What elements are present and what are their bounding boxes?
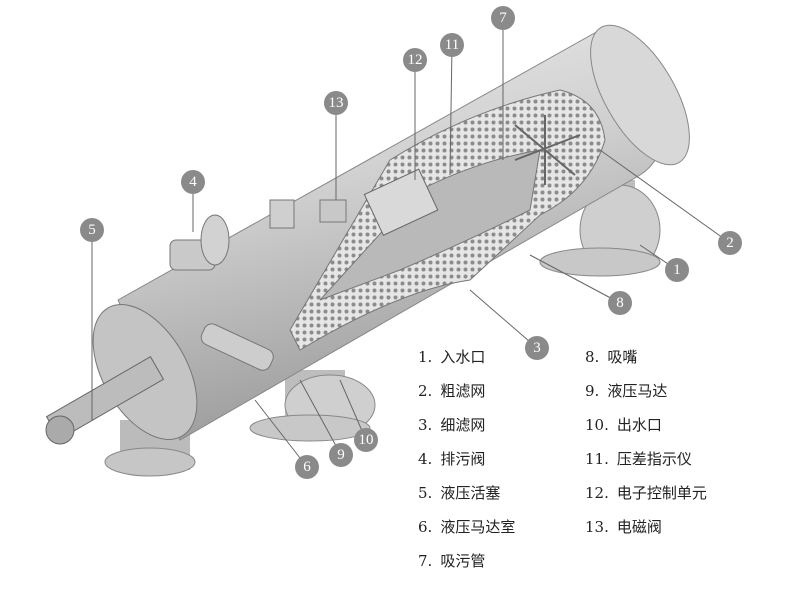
callout-number: 13 xyxy=(329,95,344,111)
legend-label: 排污阀 xyxy=(440,450,486,468)
legend-number: 6. xyxy=(418,518,433,536)
legend-number: 2. xyxy=(418,382,433,400)
callout-circle-10 xyxy=(354,428,378,452)
callout-number: 6 xyxy=(303,459,311,475)
inlet-flange xyxy=(539,180,661,277)
legend-label: 入水口 xyxy=(440,348,486,366)
legend-label: 电磁阀 xyxy=(616,518,662,536)
legend-number: 11. xyxy=(585,450,609,468)
callout-circle-3 xyxy=(525,336,549,360)
callout-circle-8 xyxy=(608,291,632,315)
legend-label: 吸污管 xyxy=(440,552,486,570)
legend-number: 3. xyxy=(418,416,433,434)
legend-col-1: 1. 入水口 2. 粗滤网 3. 细滤网 4. 排污阀 5. 液压活塞 6. 液压马达室 7. 吸污管 xyxy=(418,340,515,578)
legend-number: 1. xyxy=(418,348,433,366)
legend-item: 2. 粗滤网 xyxy=(418,374,515,408)
callout-number: 12 xyxy=(408,52,423,68)
callout-number: 3 xyxy=(533,340,541,356)
callout-number: 10 xyxy=(359,432,374,448)
callout-circle-9 xyxy=(329,443,353,467)
inner-chamber xyxy=(319,149,541,301)
coarse-screen-spokes xyxy=(514,115,581,185)
legend-item: 11. 压差指示仪 xyxy=(585,442,707,476)
legend-label: 液压马达 xyxy=(607,382,668,400)
callout-circle-4 xyxy=(181,170,205,194)
legend-number: 12. xyxy=(585,484,609,502)
right-end-cap xyxy=(590,24,690,166)
legend-item: 13. 电磁阀 xyxy=(585,510,707,544)
legend-label: 出水口 xyxy=(616,416,662,434)
outlet-flange xyxy=(249,370,376,442)
callout-circle-5 xyxy=(80,218,104,242)
electronic-control-unit xyxy=(363,168,439,237)
legend-item: 5. 液压活塞 xyxy=(418,476,515,510)
solenoid-valve xyxy=(319,199,347,223)
callout-number: 1 xyxy=(673,262,681,278)
motor-chamber-pipe xyxy=(200,323,274,371)
leader-lines xyxy=(91,18,731,468)
legend-number: 4. xyxy=(418,450,433,468)
legend-label: 压差指示仪 xyxy=(616,450,692,468)
top-fitting xyxy=(269,199,295,229)
legend-label: 液压马达室 xyxy=(440,518,516,536)
callout-circle-1 xyxy=(665,258,689,282)
legend-number: 9. xyxy=(585,382,600,400)
legend-number: 5. xyxy=(418,484,433,502)
hydraulic-piston xyxy=(45,356,165,445)
legend-label: 细滤网 xyxy=(440,416,486,434)
legend-number: 10. xyxy=(585,416,609,434)
legend-number: 7. xyxy=(418,552,433,570)
legend-item: 3. 细滤网 xyxy=(418,408,515,442)
callout-number: 7 xyxy=(499,10,507,26)
callout-circle-6 xyxy=(295,455,319,479)
legend-item: 12. 电子控制单元 xyxy=(585,476,707,510)
callout-number: 2 xyxy=(726,235,734,251)
callout-circle-11 xyxy=(440,33,464,57)
callout-number: 4 xyxy=(189,174,197,190)
legend-item: 6. 液压马达室 xyxy=(418,510,515,544)
callout-number: 8 xyxy=(616,295,624,311)
legend-item: 8. 吸嘴 xyxy=(585,340,707,374)
legend-item: 10. 出水口 xyxy=(585,408,707,442)
legend-number: 13. xyxy=(585,518,609,536)
legend-item: 9. 液压马达 xyxy=(585,374,707,408)
callout-circle-2 xyxy=(718,231,742,255)
drain-valve xyxy=(169,214,230,271)
legend-label: 粗滤网 xyxy=(440,382,486,400)
legend-item: 7. 吸污管 xyxy=(418,544,515,578)
legend-label: 吸嘴 xyxy=(607,348,638,366)
callout-number: 9 xyxy=(337,447,345,463)
callout-number: 5 xyxy=(88,222,96,238)
legend-label: 液压活塞 xyxy=(440,484,501,502)
callout-circle-13 xyxy=(324,91,348,115)
callout-circle-7 xyxy=(491,6,515,30)
callout-circle-12 xyxy=(403,48,427,72)
legend-label: 电子控制单元 xyxy=(616,484,707,502)
legend-col-2: 8. 吸嘴 9. 液压马达 10. 出水口 11. 压差指示仪 12. 电子控制单元 13. 电磁阀 xyxy=(585,340,707,544)
callout-number: 11 xyxy=(445,37,459,53)
legend-item: 4. 排污阀 xyxy=(418,442,515,476)
legend-item: 1. 入水口 xyxy=(418,340,515,374)
legend-number: 8. xyxy=(585,348,600,366)
